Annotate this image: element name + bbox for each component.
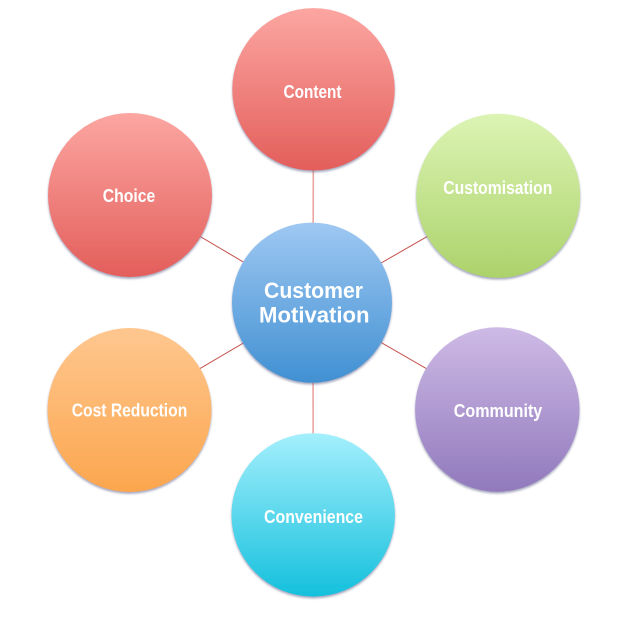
svg-text:Convenience: Convenience [264, 506, 363, 527]
svg-text:Content: Content [284, 81, 342, 102]
svg-text:Community: Community [454, 400, 543, 421]
svg-text:Customer: Customer [264, 278, 363, 303]
svg-text:Choice: Choice [103, 185, 156, 206]
svg-text:Motivation: Motivation [259, 303, 370, 328]
svg-text:Customisation: Customisation [443, 177, 552, 198]
svg-text:Cost Reduction: Cost Reduction [72, 400, 188, 421]
